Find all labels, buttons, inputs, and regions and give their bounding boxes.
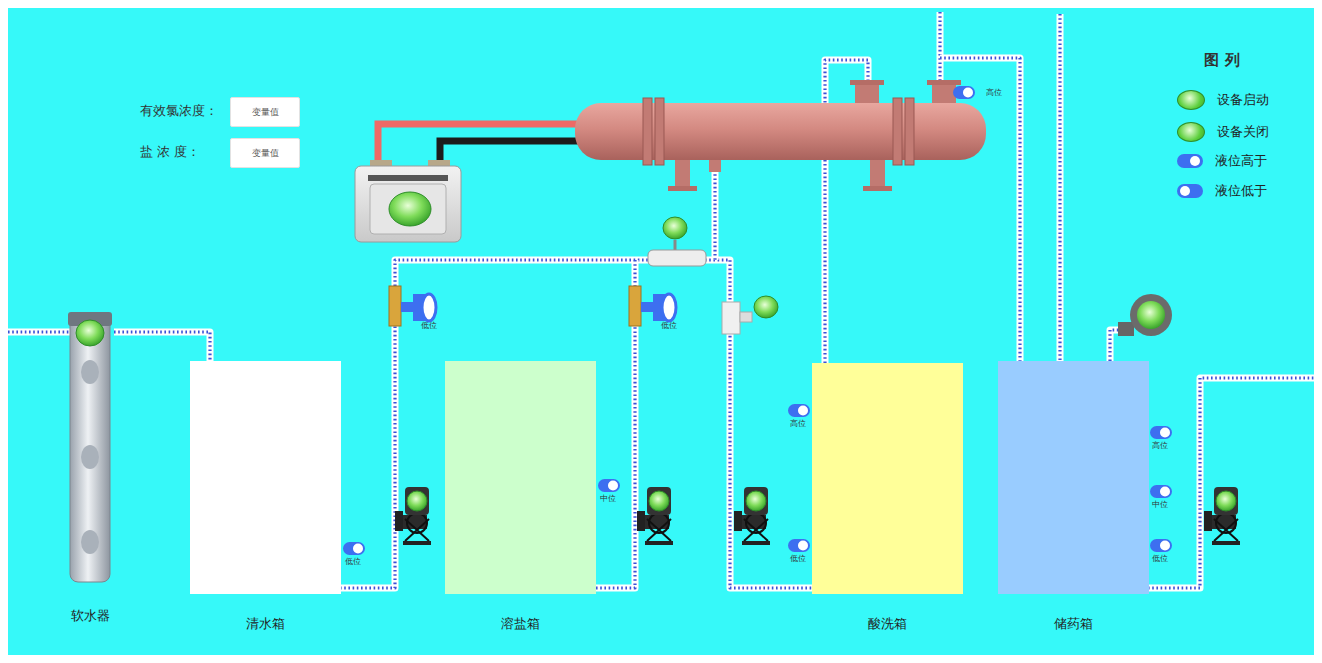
legend-item: 设备关闭 <box>1177 122 1269 142</box>
level-valve <box>389 286 436 326</box>
pipe-dots <box>1058 14 1061 361</box>
field-label: 盐 浓 度： <box>140 145 200 159</box>
level-switch <box>1150 426 1172 439</box>
tank-name: 软水器 <box>71 607 110 625</box>
pipe-dots <box>114 332 210 361</box>
level-label: 低位 <box>790 555 806 564</box>
level-label: 低位 <box>345 558 361 567</box>
level-switch <box>598 479 620 492</box>
pipe <box>937 12 944 82</box>
level-switch <box>953 86 975 99</box>
legend-swatch <box>1177 90 1205 110</box>
softener-drawing <box>66 312 114 586</box>
water-tank: 酸洗箱 <box>812 363 963 594</box>
level-switch <box>788 539 810 552</box>
water-tank: 溶盐箱 <box>445 361 596 594</box>
pipe <box>1057 14 1064 361</box>
red-wire <box>378 124 578 168</box>
blower <box>1118 294 1172 336</box>
field-label: 有效氯浓度： <box>140 104 218 118</box>
pipe-dots <box>8 330 70 333</box>
level-switch <box>1150 539 1172 552</box>
pipe <box>114 332 210 361</box>
level-label: 低位 <box>421 322 437 331</box>
tank-name: 储药箱 <box>1054 615 1093 633</box>
legend-text: 设备关闭 <box>1217 123 1269 141</box>
black-wire <box>440 141 578 168</box>
level-label: 中位 <box>1152 501 1168 510</box>
value-text: 变量值 <box>252 147 279 160</box>
legend-toggle <box>1177 184 1203 198</box>
pipe-connector <box>114 332 210 361</box>
power-supply <box>355 160 461 242</box>
level-label: 低位 <box>661 322 677 331</box>
pipe-dots <box>713 170 716 260</box>
pump <box>1204 487 1240 545</box>
status-lamp <box>407 491 427 511</box>
pipe <box>8 329 70 336</box>
pipe <box>712 170 719 260</box>
legend-toggle <box>1177 154 1203 168</box>
legend-text: 液位低于 <box>1215 182 1267 200</box>
toggle-knob <box>1180 186 1190 196</box>
flow-meter <box>648 217 706 266</box>
legend-item: 液位低于 <box>1177 182 1267 200</box>
tank-name: 酸洗箱 <box>868 615 907 633</box>
legend-swatch <box>1177 122 1205 142</box>
level-label: 高位 <box>790 420 806 429</box>
value-box: 变量值 <box>230 97 300 127</box>
level-label: 低位 <box>1152 555 1168 564</box>
level-label: 高位 <box>1152 442 1168 451</box>
legend-title: 图 列 <box>1204 52 1239 69</box>
tank-name: 清水箱 <box>246 615 285 633</box>
pump <box>637 487 673 545</box>
level-switch <box>788 404 810 417</box>
level-label: 中位 <box>600 495 616 504</box>
level-switch <box>1150 485 1172 498</box>
electrolyzer <box>575 80 986 191</box>
water-tank: 清水箱 <box>190 361 341 594</box>
status-lamp <box>1216 491 1236 511</box>
pipe-dots <box>1148 378 1314 588</box>
status-lamp <box>649 491 669 511</box>
pump <box>395 487 431 545</box>
level-label: 高位 <box>986 89 1002 98</box>
value-text: 变量值 <box>252 106 279 119</box>
legend-item: 液位高于 <box>1177 152 1267 170</box>
tank-name: 溶盐箱 <box>501 615 540 633</box>
water-tank: 储药箱 <box>998 361 1149 594</box>
legend-text: 液位高于 <box>1215 152 1267 170</box>
level-switch <box>343 542 365 555</box>
value-box: 变量值 <box>230 138 300 168</box>
level-valve <box>629 286 676 326</box>
legend-item: 设备启动 <box>1177 90 1269 110</box>
pump <box>734 487 770 545</box>
solenoid-valve <box>722 296 778 334</box>
legend-text: 设备启动 <box>1217 91 1269 109</box>
pipe <box>1148 378 1314 588</box>
toggle-knob <box>1190 156 1200 166</box>
softener: 软水器 <box>66 312 114 586</box>
ground <box>8 8 1314 655</box>
pipe-dots <box>938 12 941 82</box>
status-lamp <box>746 491 766 511</box>
